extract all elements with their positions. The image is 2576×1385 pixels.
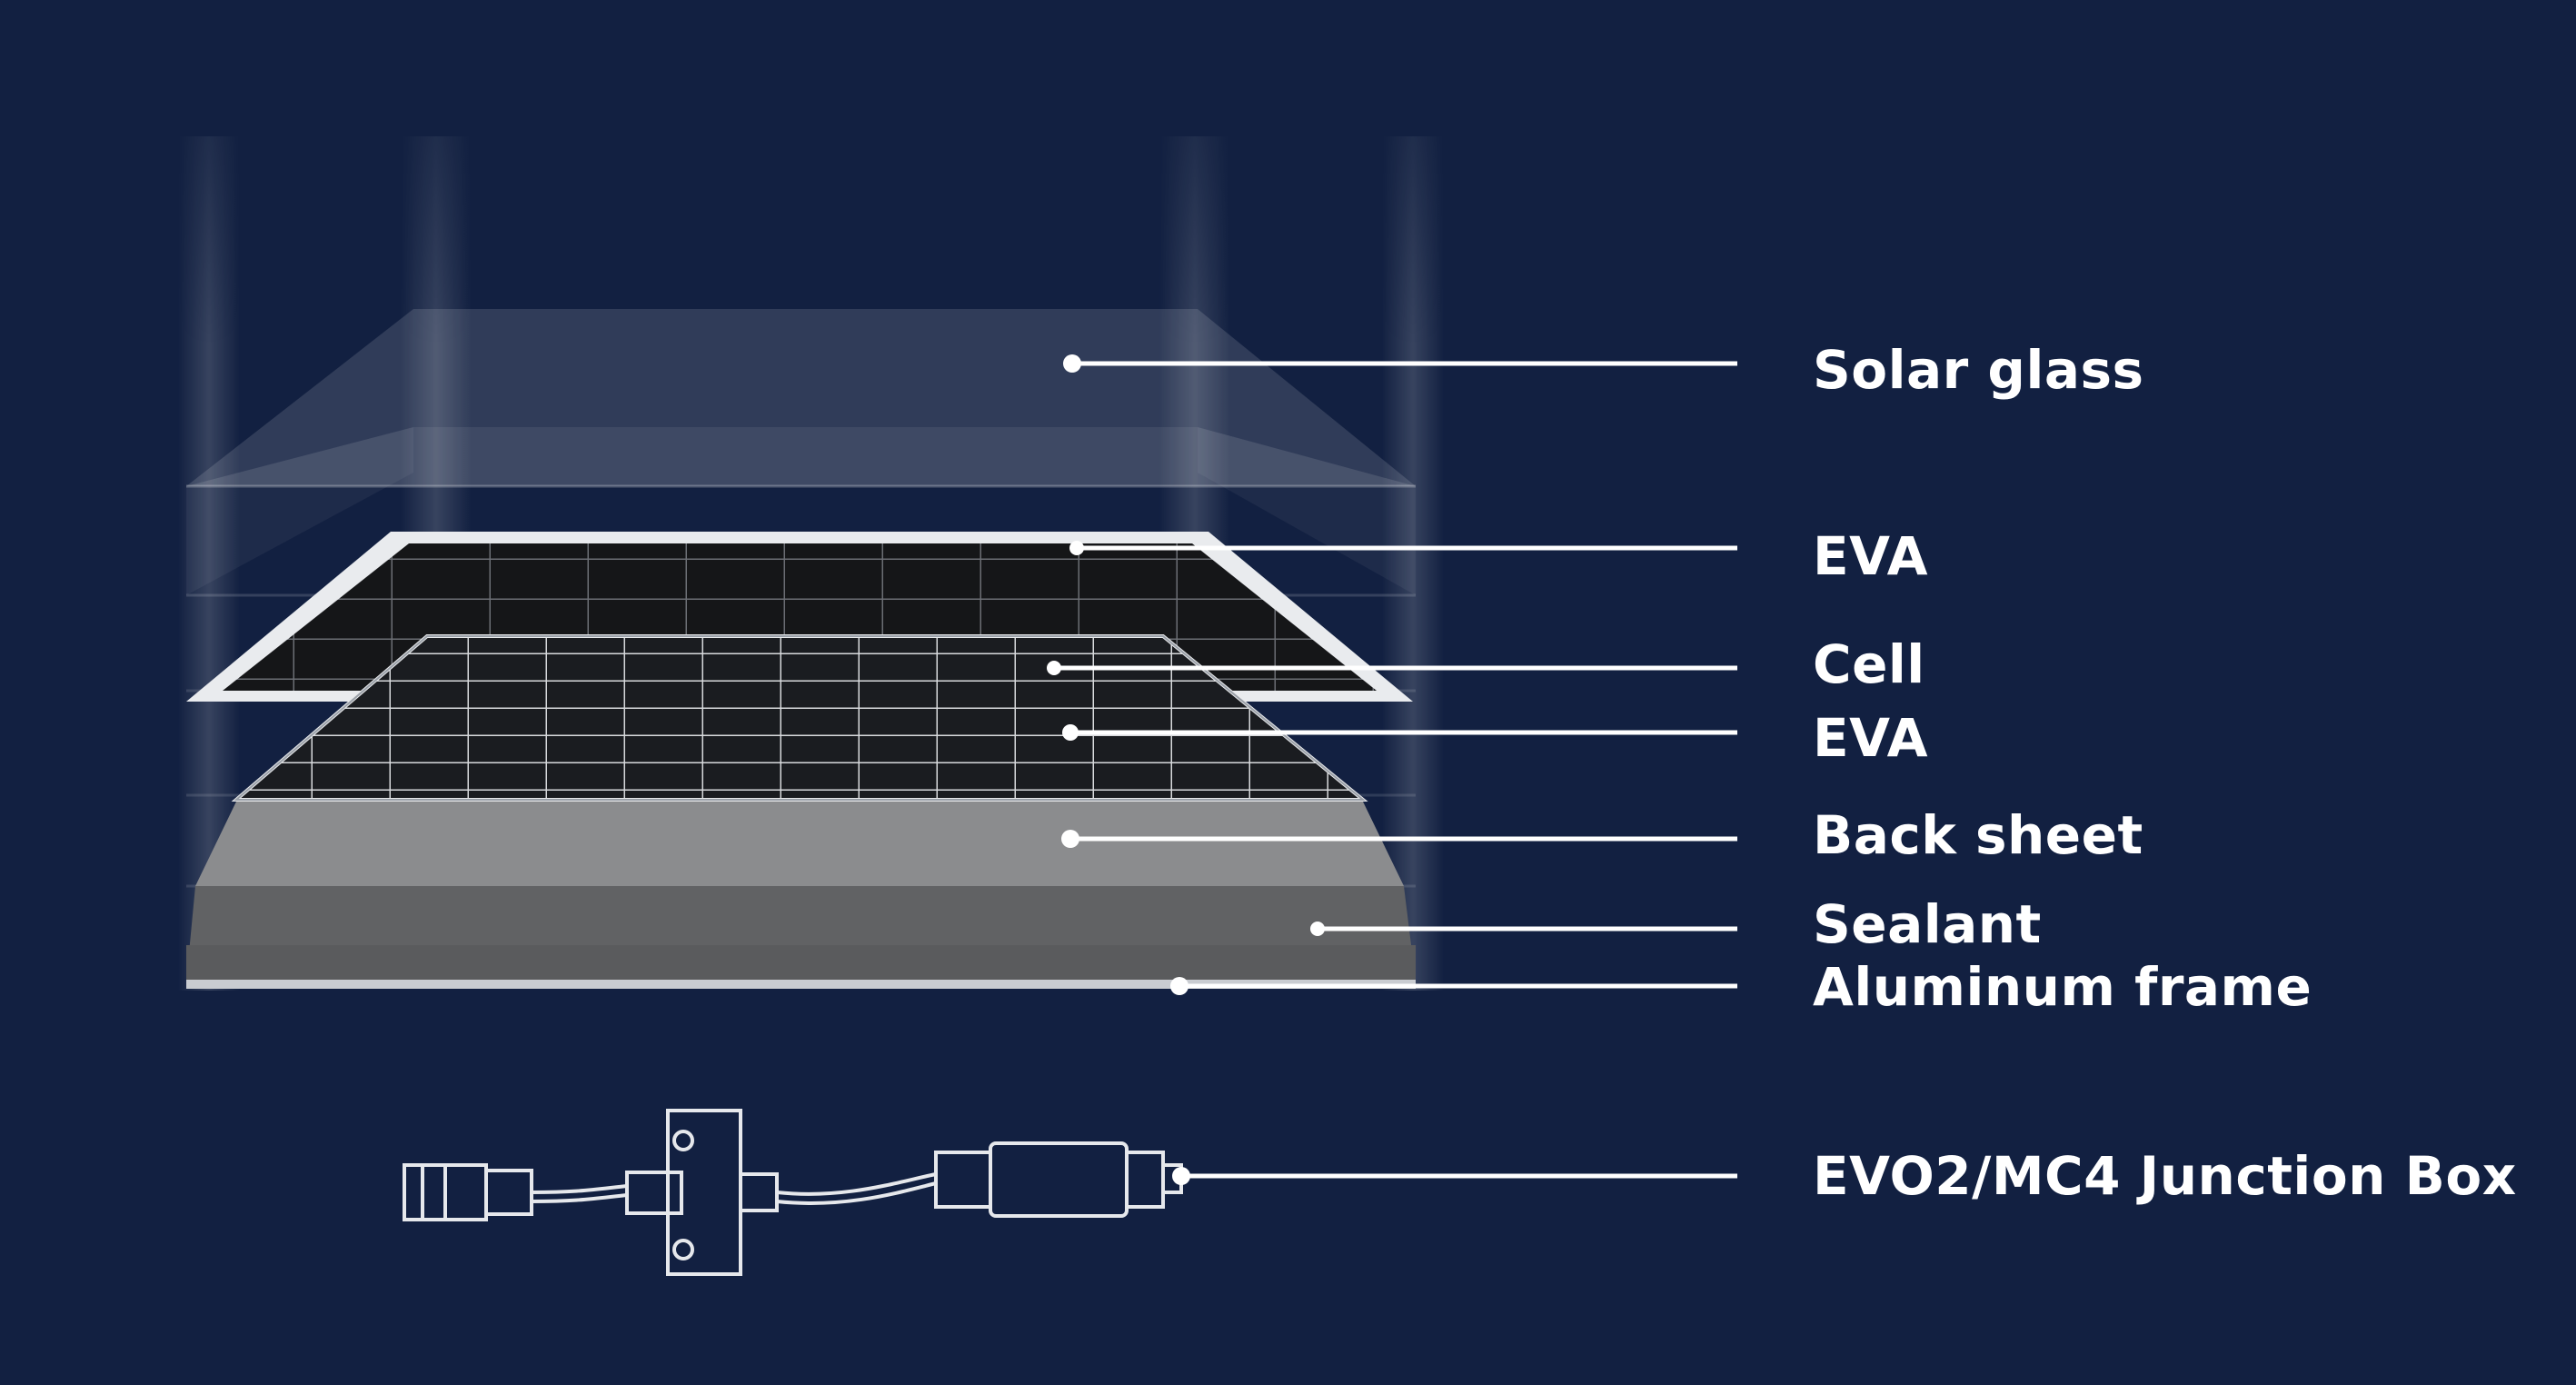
back-sheet-layer	[195, 802, 1404, 886]
label-solar-glass: Solar glass	[1813, 339, 2144, 401]
leader-lines	[1047, 354, 1737, 1185]
label-eva-top: EVA	[1813, 525, 1928, 587]
aluminum-frame-layer	[186, 980, 1416, 989]
label-sealant: Sealant	[1813, 893, 2042, 955]
light-pillars	[177, 136, 1445, 991]
label-aluminum-frame: Aluminum frame	[1813, 956, 2312, 1018]
cell-layer	[231, 634, 1368, 802]
label-back-sheet: Back sheet	[1813, 804, 2143, 866]
sealant-layer	[186, 886, 1416, 981]
label-junction-box: EVO2/MC4 Junction Box	[1813, 1145, 2517, 1207]
solar-glass-layer	[186, 309, 1416, 488]
label-cell: Cell	[1813, 633, 1925, 695]
label-eva-bottom: EVA	[1813, 707, 1928, 769]
junction-box-illustration	[403, 1109, 1183, 1276]
